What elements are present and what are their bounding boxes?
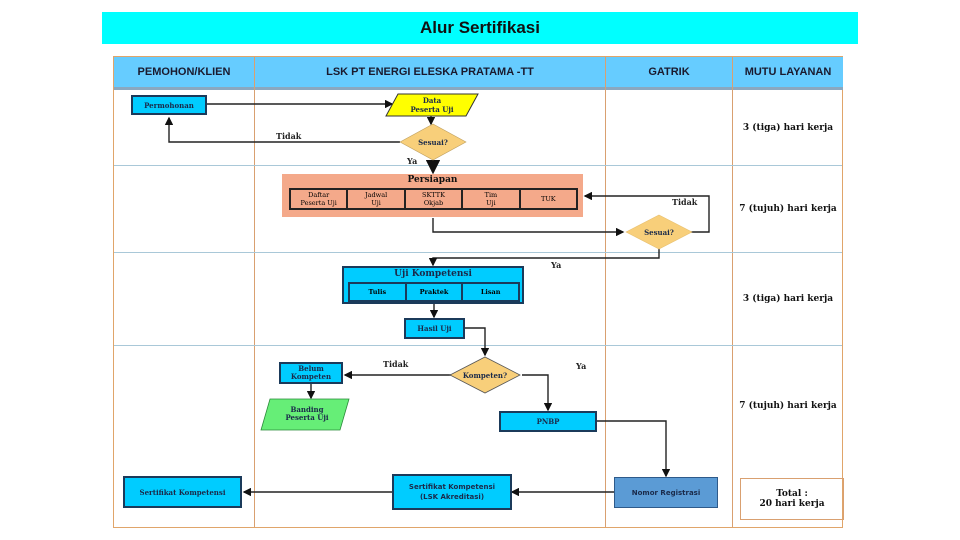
- title-bar: Alur Sertifikasi: [102, 12, 858, 44]
- node-data-line2: Peserta Uji: [410, 105, 454, 114]
- row-divider: [114, 345, 842, 346]
- node-banding-peserta-uji[interactable]: Banding Peserta Uji: [272, 402, 342, 426]
- column-divider: [732, 57, 733, 527]
- uji-title: Uji Kompetensi: [394, 269, 472, 279]
- label-tidak-1: Tidak: [276, 131, 302, 141]
- uji-items: Tulis Praktek Lisan: [348, 282, 520, 302]
- belum-line1: Belum: [298, 364, 324, 373]
- row-divider: [114, 252, 842, 253]
- total-box: Total : 20 hari kerja: [740, 478, 844, 520]
- banding-line1: Banding: [290, 405, 324, 414]
- belum-line2: Kompeten: [290, 372, 332, 381]
- uji-item: Tulis: [349, 283, 406, 301]
- node-belum-kompeten[interactable]: Belum Kompeten: [279, 362, 343, 384]
- node-sesuai-1[interactable]: Sesuai?: [418, 137, 448, 147]
- uji-item: Praktek: [405, 283, 463, 301]
- persiapan-item: TUK: [519, 189, 578, 209]
- total-label: Total :: [776, 489, 808, 499]
- column-header-gatrik: GATRIK: [606, 57, 732, 90]
- node-nomor-registrasi[interactable]: Nomor Registrasi: [614, 477, 718, 508]
- label-tidak-3: Tidak: [383, 359, 409, 369]
- node-uji-kompetensi[interactable]: Uji Kompetensi Tulis Praktek Lisan: [342, 266, 524, 304]
- column-divider: [605, 57, 606, 527]
- node-sesuai-2[interactable]: Sesuai?: [644, 227, 674, 237]
- label-ya-2: Ya: [551, 260, 562, 270]
- mutu-row-3: 3 (tiga) hari kerja: [742, 294, 834, 304]
- mutu-row-1: 3 (tiga) hari kerja: [742, 122, 834, 133]
- uji-item: Lisan: [462, 283, 520, 301]
- column-header-lsk: LSK PT ENERGI ELESKA PRATAMA -TT: [255, 57, 605, 90]
- row-divider: [114, 165, 842, 166]
- node-permohonan[interactable]: Permohonan: [131, 95, 207, 115]
- node-sertifikat-lsk[interactable]: Sertifikat Kompetensi (LSK Akreditasi): [392, 474, 512, 510]
- node-pnbp[interactable]: PNBP: [499, 411, 597, 432]
- total-value: 20 hari kerja: [759, 499, 825, 509]
- mutu-row-4: 7 (tujuh) hari kerja: [739, 401, 837, 411]
- node-kompeten[interactable]: Kompeten?: [462, 370, 508, 380]
- node-sertifikat-klien[interactable]: Sertifikat Kompetensi: [123, 476, 242, 508]
- node-hasil-uji[interactable]: Hasil Uji: [404, 318, 465, 339]
- banding-line2: Peserta Uji: [285, 413, 329, 422]
- label-tidak-2: Tidak: [672, 197, 698, 207]
- column-header-pemohon: PEMOHON/KLIEN: [114, 57, 254, 90]
- page-title: Alur Sertifikasi: [420, 18, 540, 37]
- label-ya-1: Ya: [407, 156, 418, 166]
- sertifikat-lsk-line2: (LSK Akreditasi): [419, 493, 485, 501]
- persiapan-title: Persiapan: [407, 175, 458, 185]
- column-divider: [254, 57, 255, 527]
- node-data-line1: Data: [422, 96, 442, 105]
- sertifikat-lsk-line1: Sertifikat Kompetensi: [408, 483, 496, 491]
- column-header-mutu: MUTU LAYANAN: [733, 57, 843, 90]
- node-data-peserta-uji[interactable]: Data Peserta Uji: [396, 95, 468, 115]
- label-ya-3: Ya: [576, 361, 587, 371]
- mutu-row-2: 7 (tujuh) hari kerja: [739, 204, 837, 214]
